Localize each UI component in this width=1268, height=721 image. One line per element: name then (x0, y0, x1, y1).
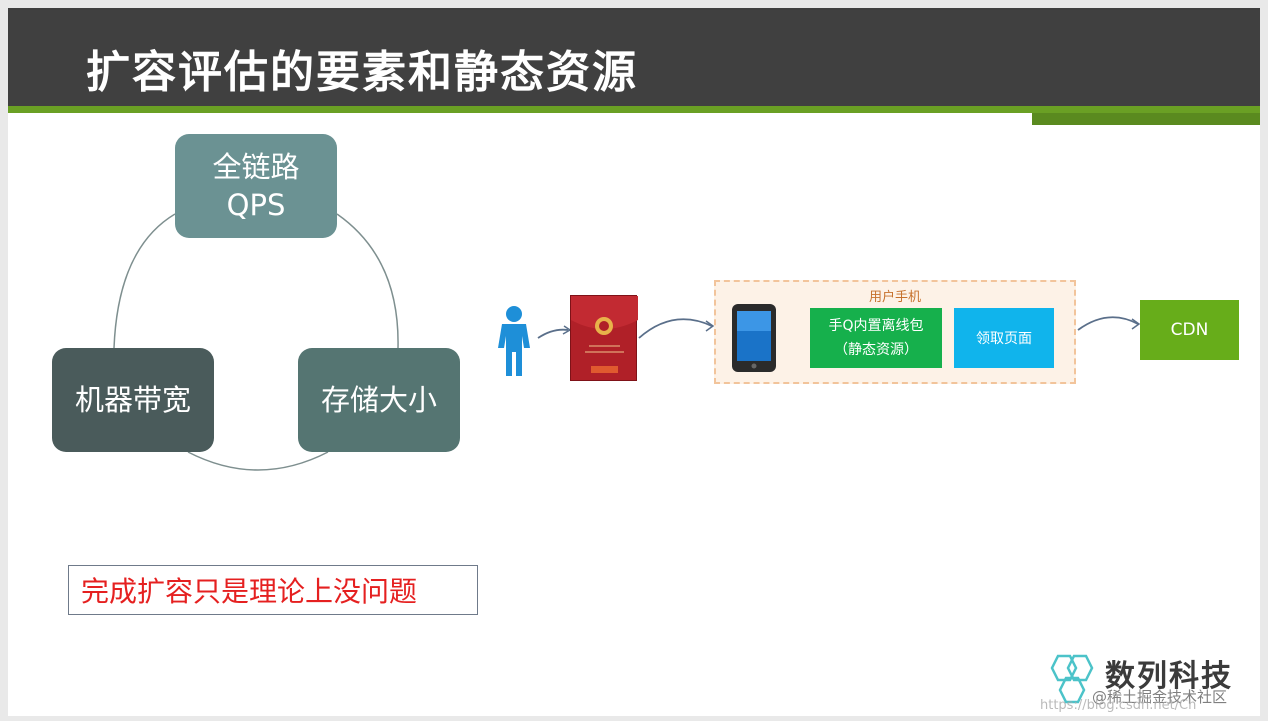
node-full-link-qps: 全链路 QPS (175, 134, 337, 238)
offline-package-box: 手Q内置离线包 （静态资源） (810, 308, 942, 368)
watermark-community: @稀土掘金技术社区 (1092, 688, 1228, 706)
receive-page-box: 领取页面 (954, 308, 1054, 368)
static-resources-label: （静态资源） (834, 342, 918, 358)
smartphone-icon (732, 304, 776, 372)
cdn-box: CDN (1140, 300, 1239, 360)
header-accent-line (8, 106, 1260, 113)
conclusion-note: 完成扩容只是理论上没问题 (68, 565, 478, 615)
page-title: 扩容评估的要素和静态资源 (86, 47, 638, 98)
red-envelope-icon (570, 295, 638, 381)
header-bar: 扩容评估的要素和静态资源 (8, 8, 1260, 106)
header-accent-block (1032, 113, 1260, 125)
slide: 扩容评估的要素和静态资源 全链路 QPS 机器带宽 存储大小 完成扩容只是理论上… (8, 8, 1260, 716)
node-qps-label: QPS (226, 188, 286, 222)
node-full-link-label: 全链路 (212, 150, 300, 184)
offline-package-label: 手Q内置离线包 (828, 318, 924, 334)
brand-logo-text: 数列科技 (1105, 659, 1233, 694)
brand-logo-icon (1050, 654, 1094, 704)
user-phone-label: 用户手机 (868, 290, 921, 305)
node-storage: 存储大小 (298, 348, 460, 452)
person-icon (498, 306, 530, 376)
watermark-url: https://blog.csdn.net/Ch (1040, 698, 1197, 713)
node-bandwidth: 机器带宽 (52, 348, 214, 452)
